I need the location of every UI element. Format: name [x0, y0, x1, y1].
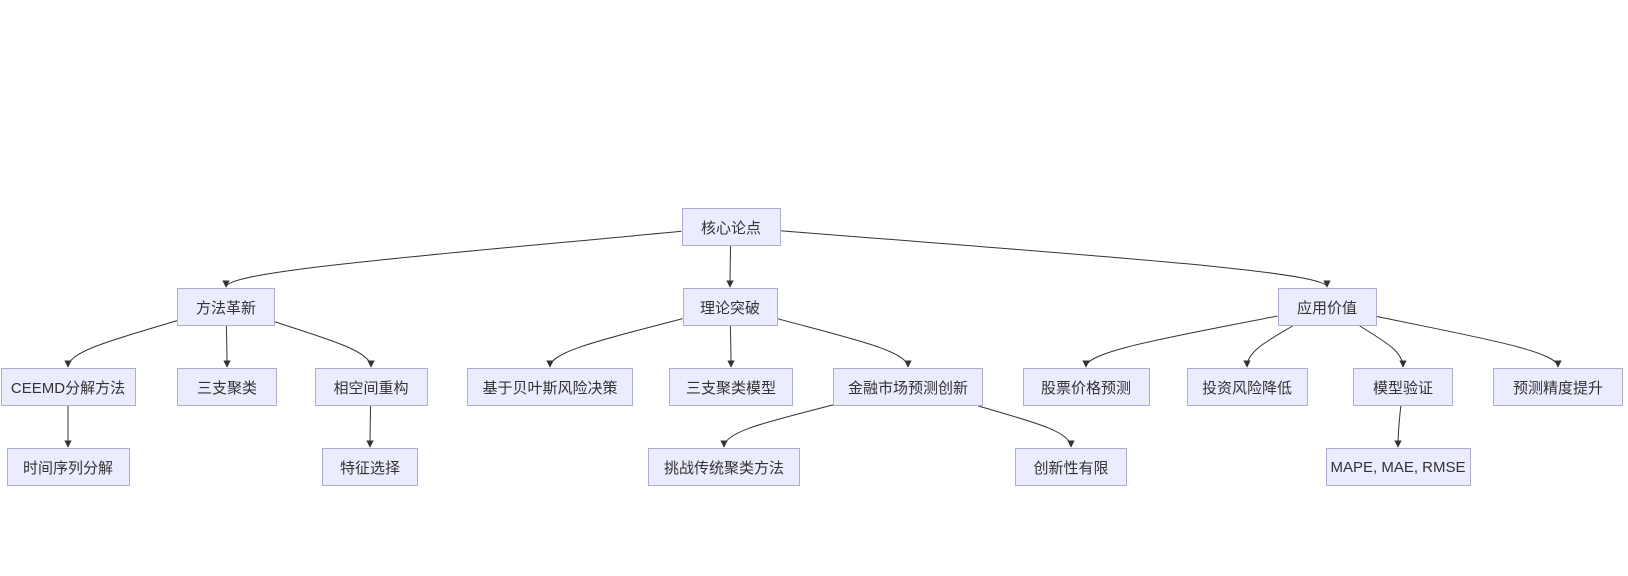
node-fin-innov: 金融市场预测创新 [833, 368, 983, 406]
node-challenge: 挑战传统聚类方法 [648, 448, 800, 486]
node-theory: 理论突破 [682, 288, 778, 326]
node-metrics: MAPE, MAE, RMSE [1325, 448, 1471, 486]
edge-theory-to-bayes [546, 318, 683, 368]
node-label: 投资风险降低 [1201, 379, 1292, 397]
edge-value-to-invest [1243, 325, 1293, 368]
node-label: 三支聚类模型 [685, 379, 776, 397]
node-method: 方法革新 [177, 288, 275, 326]
node-invest: 投资风险降低 [1186, 368, 1308, 406]
node-three-way: 三支聚类 [177, 368, 277, 406]
node-label: 挑战传统聚类方法 [663, 459, 784, 477]
node-accuracy: 预测精度提升 [1493, 368, 1623, 406]
edge-paths-group [64, 230, 1562, 448]
edge-value-to-model-val [1359, 325, 1407, 368]
edge-theory-to-fin-innov [777, 318, 912, 368]
edge-phase-to-feature-sel [366, 405, 374, 448]
node-label: 应用价值 [1296, 299, 1357, 317]
node-ts-decomp: 时间序列分解 [6, 448, 130, 486]
edge-theory-to-twc-model [727, 325, 735, 368]
node-core: 核心论点 [681, 208, 781, 246]
node-label: 创新性有限 [1033, 459, 1109, 477]
node-value: 应用价值 [1277, 288, 1377, 326]
node-label: 时间序列分解 [22, 459, 113, 477]
node-ceemd: CEEMD分解方法 [0, 368, 136, 406]
edge-core-to-theory [726, 245, 734, 288]
edge-model-val-to-metrics [1394, 405, 1402, 448]
edge-method-to-phase [274, 321, 375, 368]
node-phase: 相空间重构 [314, 368, 428, 406]
edge-fin-innov-to-limited [978, 405, 1075, 448]
node-label: MAPE, MAE, RMSE [1330, 458, 1466, 476]
node-twc-model: 三支聚类模型 [669, 368, 793, 406]
node-label: 模型验证 [1372, 379, 1433, 397]
edge-fin-innov-to-challenge [720, 404, 834, 448]
node-label: 预测精度提升 [1512, 379, 1603, 397]
edge-core-to-value [780, 230, 1331, 288]
edge-method-to-three-way [223, 325, 231, 368]
edge-value-to-accuracy [1376, 315, 1562, 368]
node-label: CEEMD分解方法 [10, 379, 126, 397]
node-model-val: 模型验证 [1353, 368, 1453, 406]
node-label: 股票价格预测 [1040, 379, 1131, 397]
node-label: 理论突破 [699, 299, 760, 317]
node-label: 特征选择 [339, 459, 400, 477]
edge-value-to-stock [1082, 315, 1278, 368]
node-limited: 创新性有限 [1015, 448, 1127, 486]
node-label: 方法革新 [195, 299, 256, 317]
edge-core-to-method [222, 230, 682, 288]
node-label: 相空间重构 [333, 379, 409, 397]
node-feature-sel: 特征选择 [322, 448, 418, 486]
node-bayes: 基于贝叶斯风险决策 [467, 368, 633, 406]
edge-method-to-ceemd [64, 320, 178, 368]
node-label: 金融市场预测创新 [847, 379, 968, 397]
node-label: 基于贝叶斯风险决策 [482, 379, 618, 397]
node-label: 核心论点 [700, 219, 761, 237]
node-stock: 股票价格预测 [1022, 368, 1150, 406]
node-label: 三支聚类 [196, 379, 257, 397]
